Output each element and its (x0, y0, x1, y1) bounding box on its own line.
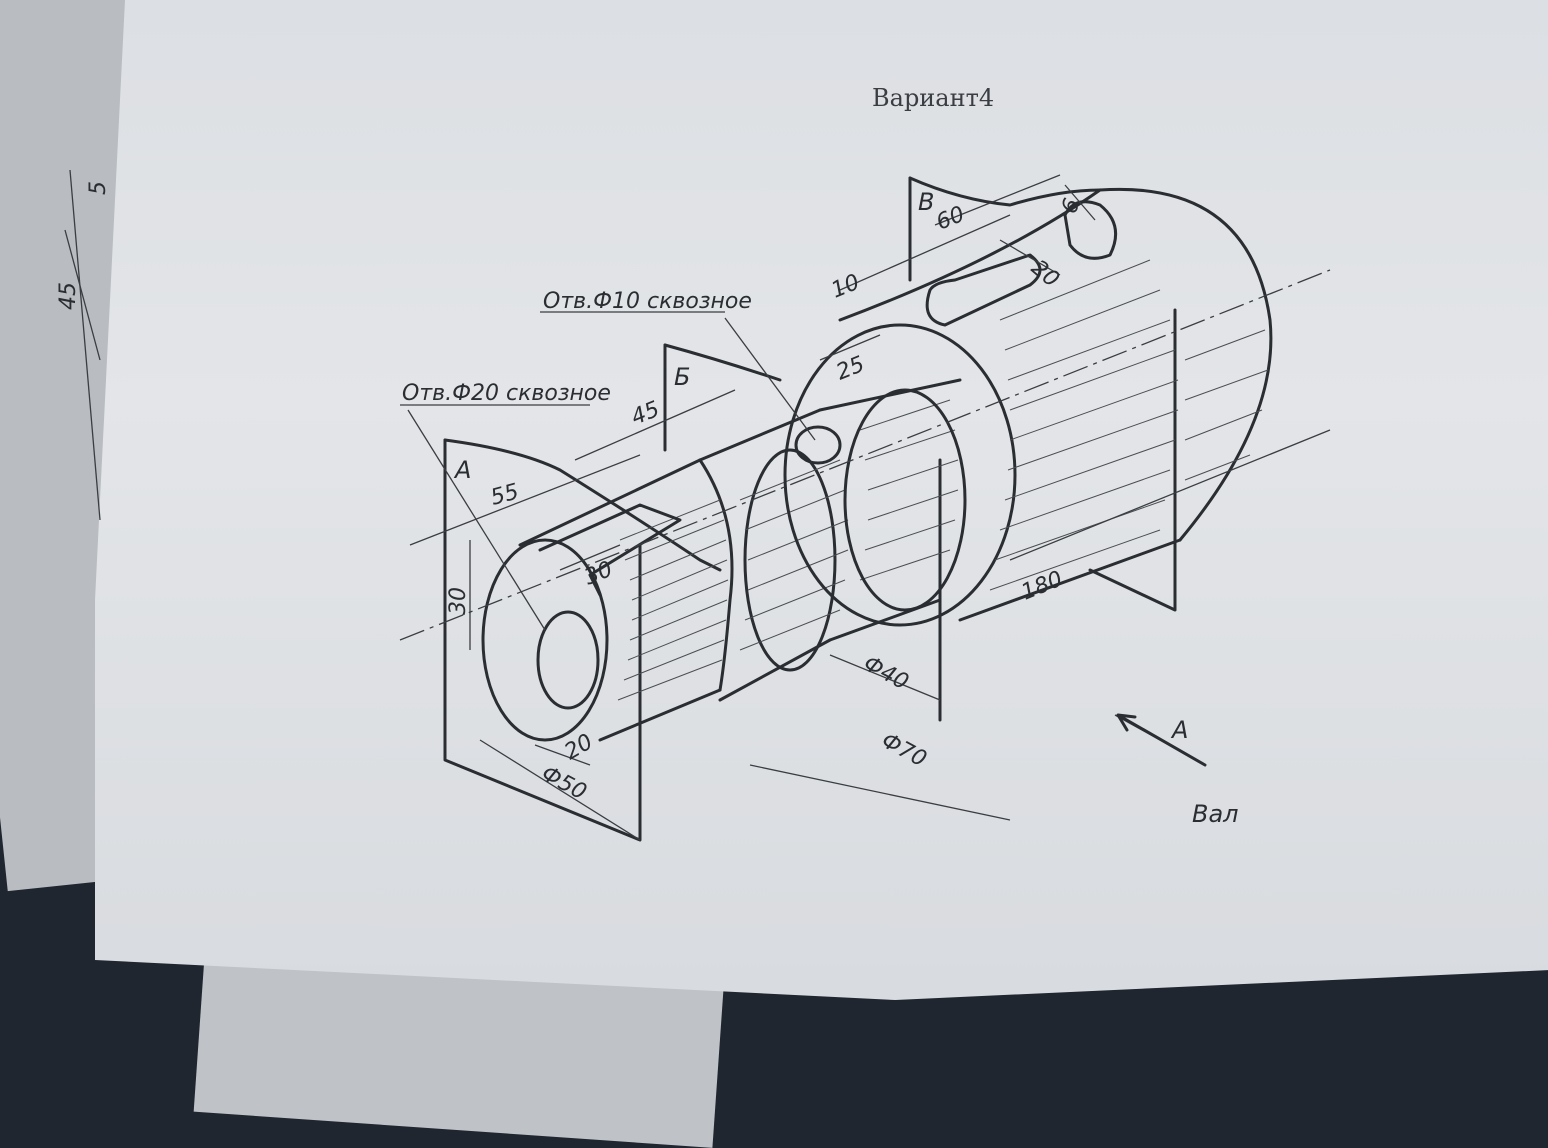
view-arrow-letter: A (1170, 716, 1188, 744)
dim-30-vertical: 30 (446, 587, 471, 615)
dim-60: 60 (933, 202, 968, 236)
dim-55: 55 (488, 479, 522, 510)
cutting-plane-c: В (908, 176, 1177, 612)
part-name: Вал (1192, 800, 1239, 828)
dim-45: 45 (628, 397, 663, 431)
side-dim-45: 45 (56, 282, 81, 310)
view-arrow: A (1116, 713, 1207, 767)
left-cylinder (481, 458, 734, 742)
cutting-plane-b: Б (663, 343, 942, 722)
section-letter-b: Б (674, 363, 690, 391)
large-cylinder (783, 187, 1273, 627)
dim-20-top: 20 (1026, 255, 1064, 292)
dim-180: 180 (1018, 567, 1066, 606)
note-hole-20: Отв.Ф20 сквозное (402, 381, 611, 406)
note-hole-10: Отв.Ф10 сквозное (543, 289, 752, 314)
section-letter-c: В (918, 188, 934, 216)
cutting-plane-a: А (443, 438, 722, 842)
side-dim-5: 5 (86, 181, 111, 195)
dim-phi-70: Ф70 (877, 728, 930, 772)
sheet-title: Вариант4 (872, 84, 995, 112)
dim-25: 25 (833, 352, 868, 386)
side-sheet-fragment: 45 5 (56, 169, 111, 521)
middle-shaft (698, 378, 962, 702)
dim-10: 10 (828, 270, 863, 304)
section-letter-a: А (453, 456, 471, 484)
dim-phi-40: Ф40 (859, 651, 912, 695)
shaft-isometric-drawing: 45 5 А Б В (56, 169, 1331, 842)
drawing-sheet (95, 0, 1548, 1000)
dim-phi-50: Ф50 (537, 761, 590, 805)
